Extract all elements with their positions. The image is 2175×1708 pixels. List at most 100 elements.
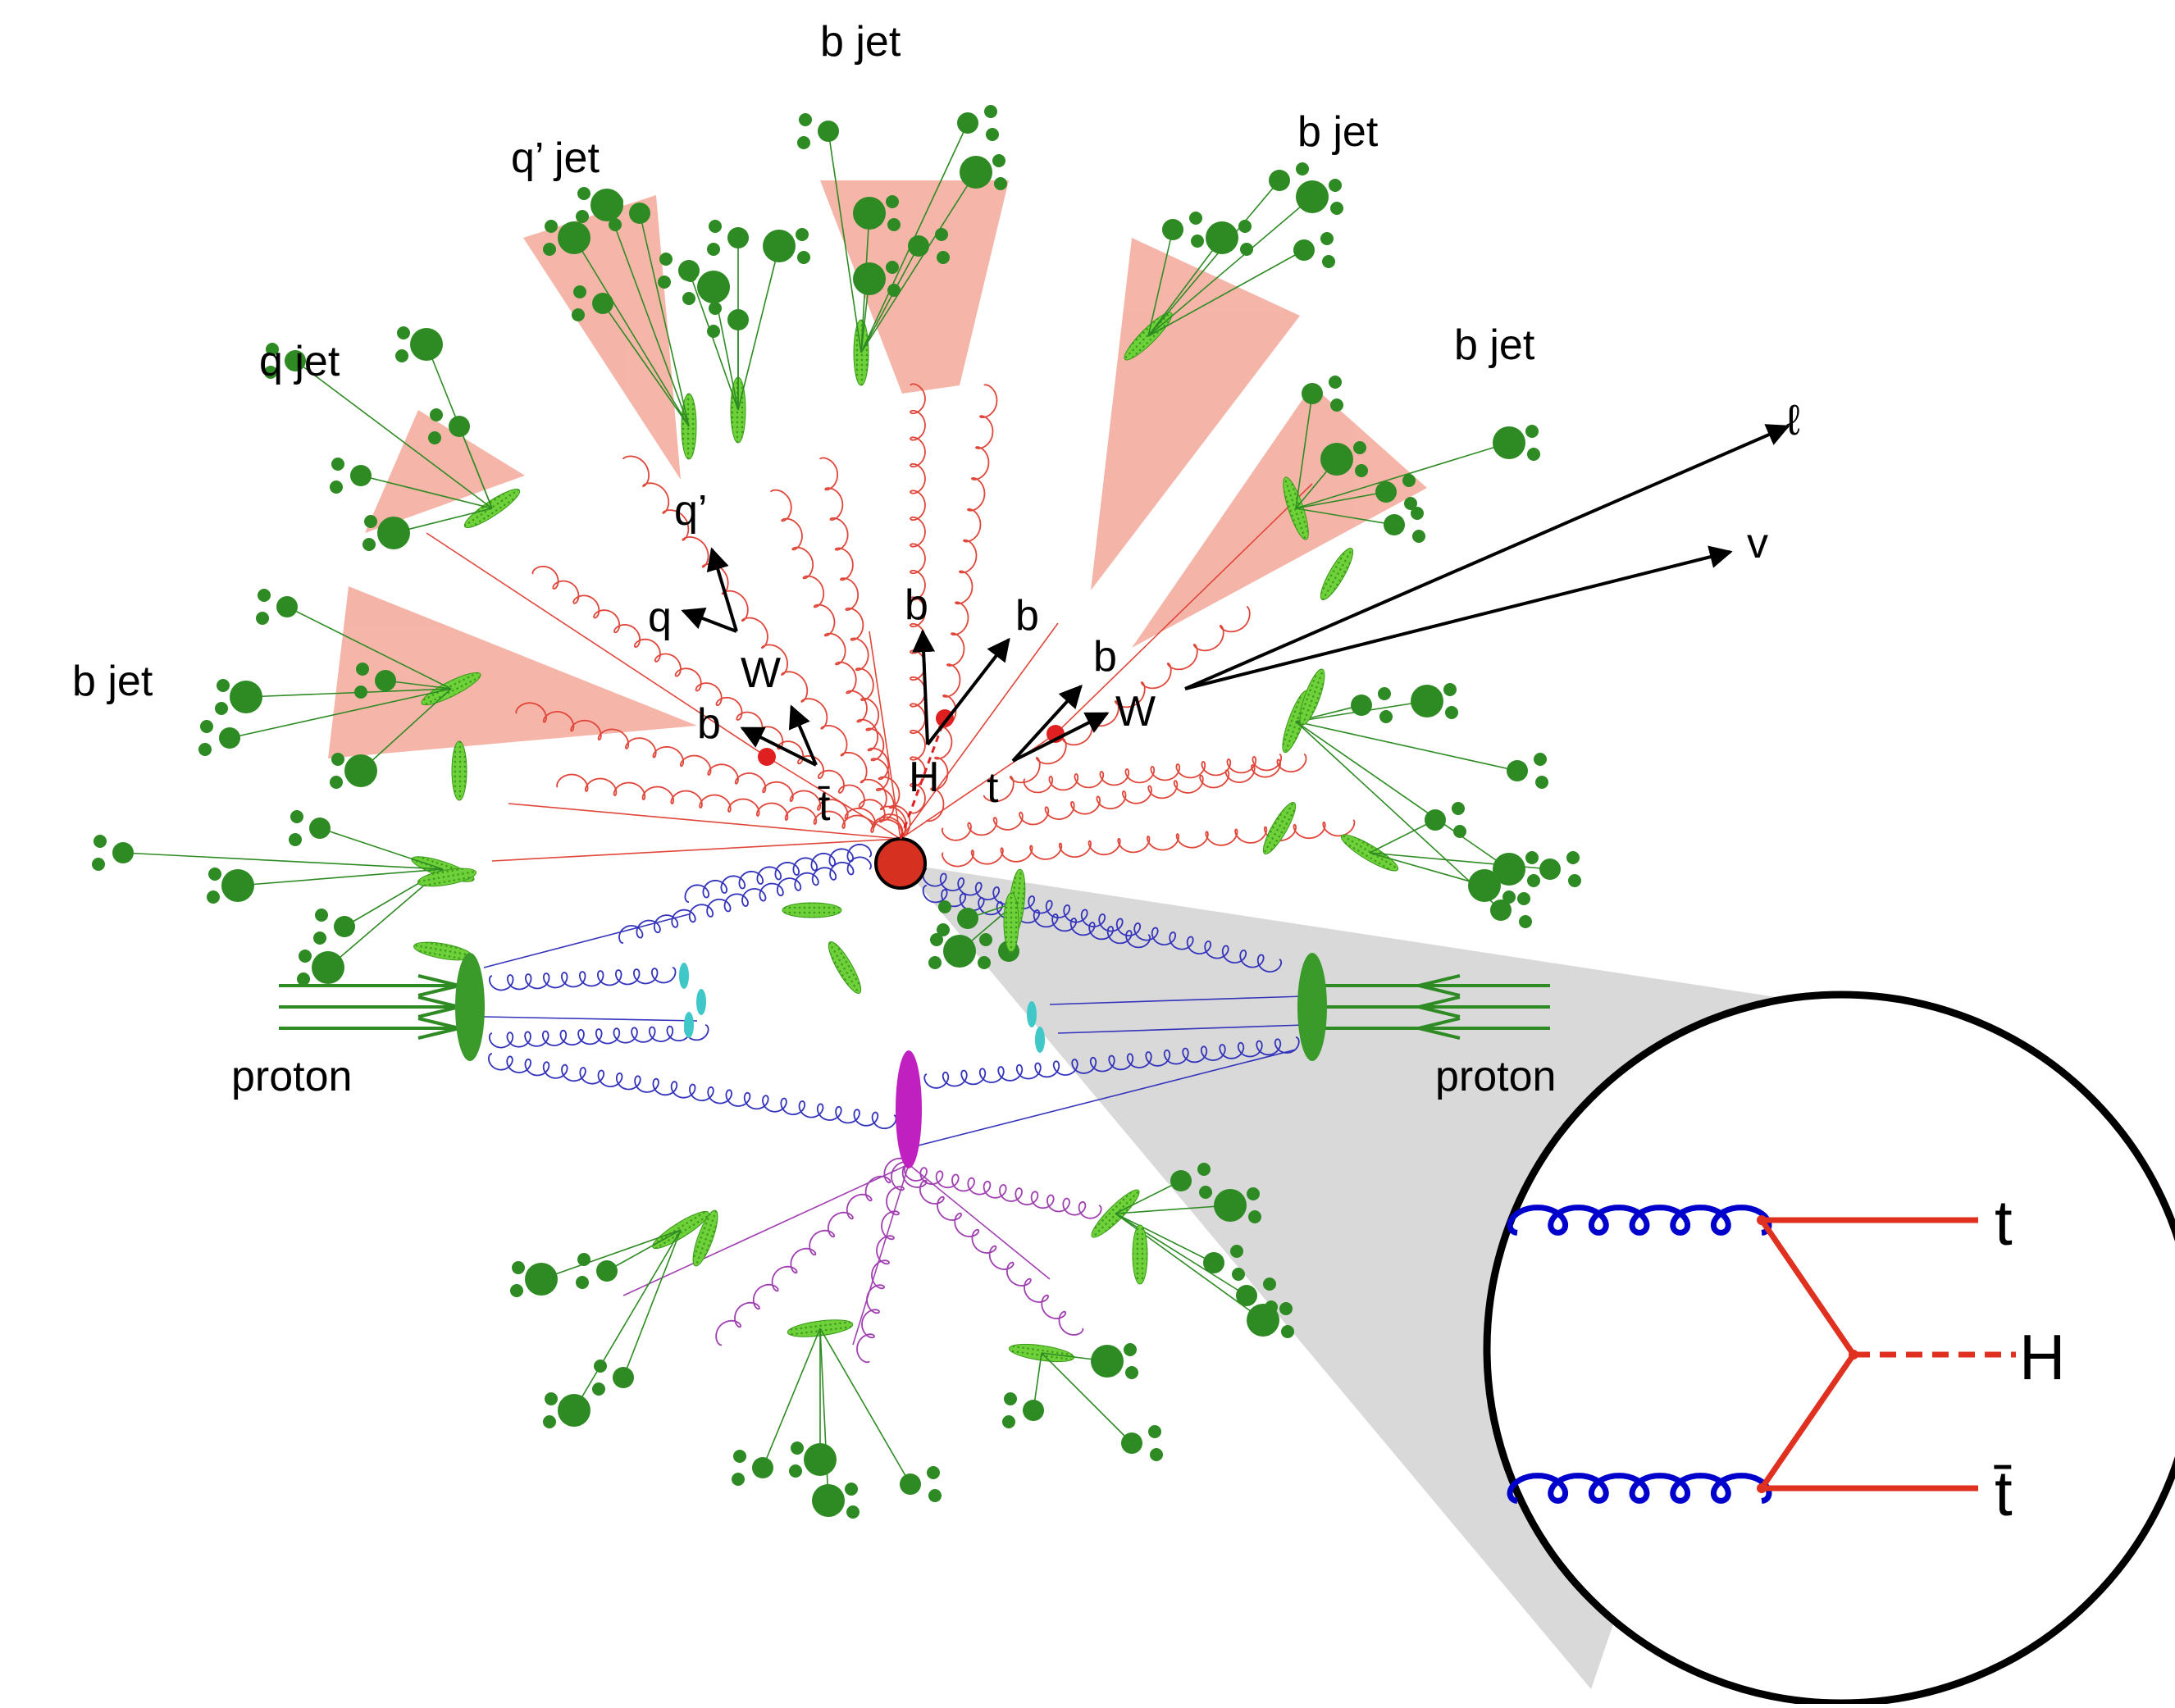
- hadron: [525, 1263, 558, 1296]
- hadron: [1404, 497, 1417, 510]
- hadron: [1150, 1448, 1163, 1461]
- hadron: [430, 408, 443, 421]
- hadron: [1191, 235, 1204, 248]
- hadron: [752, 1457, 773, 1478]
- jet-cone-b-top: [820, 180, 1009, 394]
- hadron: [1236, 1285, 1257, 1306]
- proton-beam-left: [279, 974, 463, 1040]
- hadron: [377, 517, 410, 549]
- hadron-track: [637, 212, 690, 427]
- hadron: [943, 935, 976, 968]
- label-b-jet-left: b jet: [72, 658, 153, 705]
- hadron-track: [606, 1229, 682, 1272]
- hadron: [397, 326, 410, 339]
- hadronization-blob: [1003, 892, 1019, 953]
- hadron-track: [360, 688, 452, 772]
- parton-line: [908, 1164, 1051, 1280]
- hadron: [1238, 220, 1252, 233]
- label-t: t: [987, 764, 999, 812]
- label-proton-left: proton: [231, 1053, 352, 1100]
- hadron: [330, 481, 343, 494]
- jet-cone-b-left: [328, 586, 697, 758]
- hadron: [356, 663, 369, 676]
- gluon-line: [1023, 754, 1283, 794]
- hadron: [1329, 376, 1342, 389]
- hadron: [592, 1382, 605, 1396]
- parton-line: [1055, 483, 1313, 735]
- hadron: [979, 933, 992, 946]
- hadron: [1453, 825, 1466, 838]
- hadron: [312, 951, 344, 984]
- gluon-line: [904, 1164, 1102, 1219]
- t-to-b-arrow: [1011, 684, 1083, 763]
- hadron: [812, 1484, 845, 1517]
- hadron: [208, 868, 221, 881]
- hadron: [930, 933, 943, 946]
- hadron: [1353, 441, 1366, 454]
- parton-line: [426, 532, 768, 758]
- hadron: [1320, 232, 1334, 245]
- jet-cone-b-upper-right: [1091, 238, 1300, 590]
- hadron: [1121, 1432, 1142, 1454]
- beam-remnant: [696, 989, 706, 1015]
- w-to-qprime-arrow: [706, 547, 738, 632]
- gluon-line: [684, 843, 873, 903]
- hadron: [1330, 399, 1343, 412]
- hadron: [543, 243, 556, 256]
- hadron-track: [229, 688, 452, 740]
- hadron: [217, 679, 230, 692]
- diagram-labels: b jet b jet b jet b jet q’ jet q jet q’ …: [72, 18, 1800, 1100]
- hadron: [289, 833, 302, 846]
- hadron: [1384, 514, 1405, 535]
- hadron: [994, 177, 1007, 190]
- feynman-inset: t H t̄: [1483, 991, 2175, 1707]
- gluon-line: [488, 967, 677, 991]
- hadron: [732, 1473, 745, 1486]
- hadron: [350, 465, 372, 486]
- hadron: [1279, 1302, 1293, 1315]
- hadron: [1411, 507, 1424, 520]
- hadron: [853, 197, 886, 230]
- hadron: [900, 1473, 921, 1495]
- parton-line: [483, 913, 690, 968]
- hadron: [678, 260, 700, 281]
- hadron: [1124, 1343, 1137, 1356]
- hadron: [886, 195, 899, 208]
- hadronization-blob: [1299, 668, 1325, 726]
- hadron: [1330, 202, 1343, 215]
- gluon-line: [901, 1163, 1084, 1336]
- hadron-track: [1369, 852, 1551, 872]
- hadron: [658, 276, 671, 289]
- hadron: [1378, 687, 1391, 700]
- hadron: [543, 1415, 556, 1428]
- parton-line: [766, 756, 901, 840]
- hadron: [727, 227, 749, 248]
- hadron: [928, 1489, 942, 1502]
- hadron: [592, 293, 613, 314]
- hadron: [219, 727, 240, 749]
- hadron: [1566, 851, 1580, 864]
- hadron: [512, 1261, 525, 1274]
- hadron: [1214, 1189, 1247, 1222]
- hadron: [1539, 859, 1561, 880]
- hadron: [1265, 1300, 1278, 1314]
- hadron-track: [860, 122, 969, 353]
- hadron: [1247, 1187, 1260, 1200]
- label-tbar: t̄: [818, 782, 831, 830]
- parton-line: [483, 1016, 698, 1022]
- parton-line: [908, 1049, 1297, 1149]
- inset-label-t: t: [1995, 1186, 2013, 1259]
- hadron-track: [1041, 1352, 1133, 1444]
- hadron: [1402, 474, 1416, 487]
- higgs-line: [899, 717, 946, 840]
- hadron: [207, 890, 220, 904]
- hadron-track: [1115, 1180, 1182, 1214]
- hadron: [1240, 243, 1253, 256]
- parton-line: [508, 803, 901, 840]
- hadron-track: [1147, 229, 1175, 337]
- hadron: [1199, 1186, 1212, 1199]
- gluon-line: [926, 384, 998, 822]
- hadron: [697, 271, 730, 303]
- hadron: [1329, 179, 1342, 192]
